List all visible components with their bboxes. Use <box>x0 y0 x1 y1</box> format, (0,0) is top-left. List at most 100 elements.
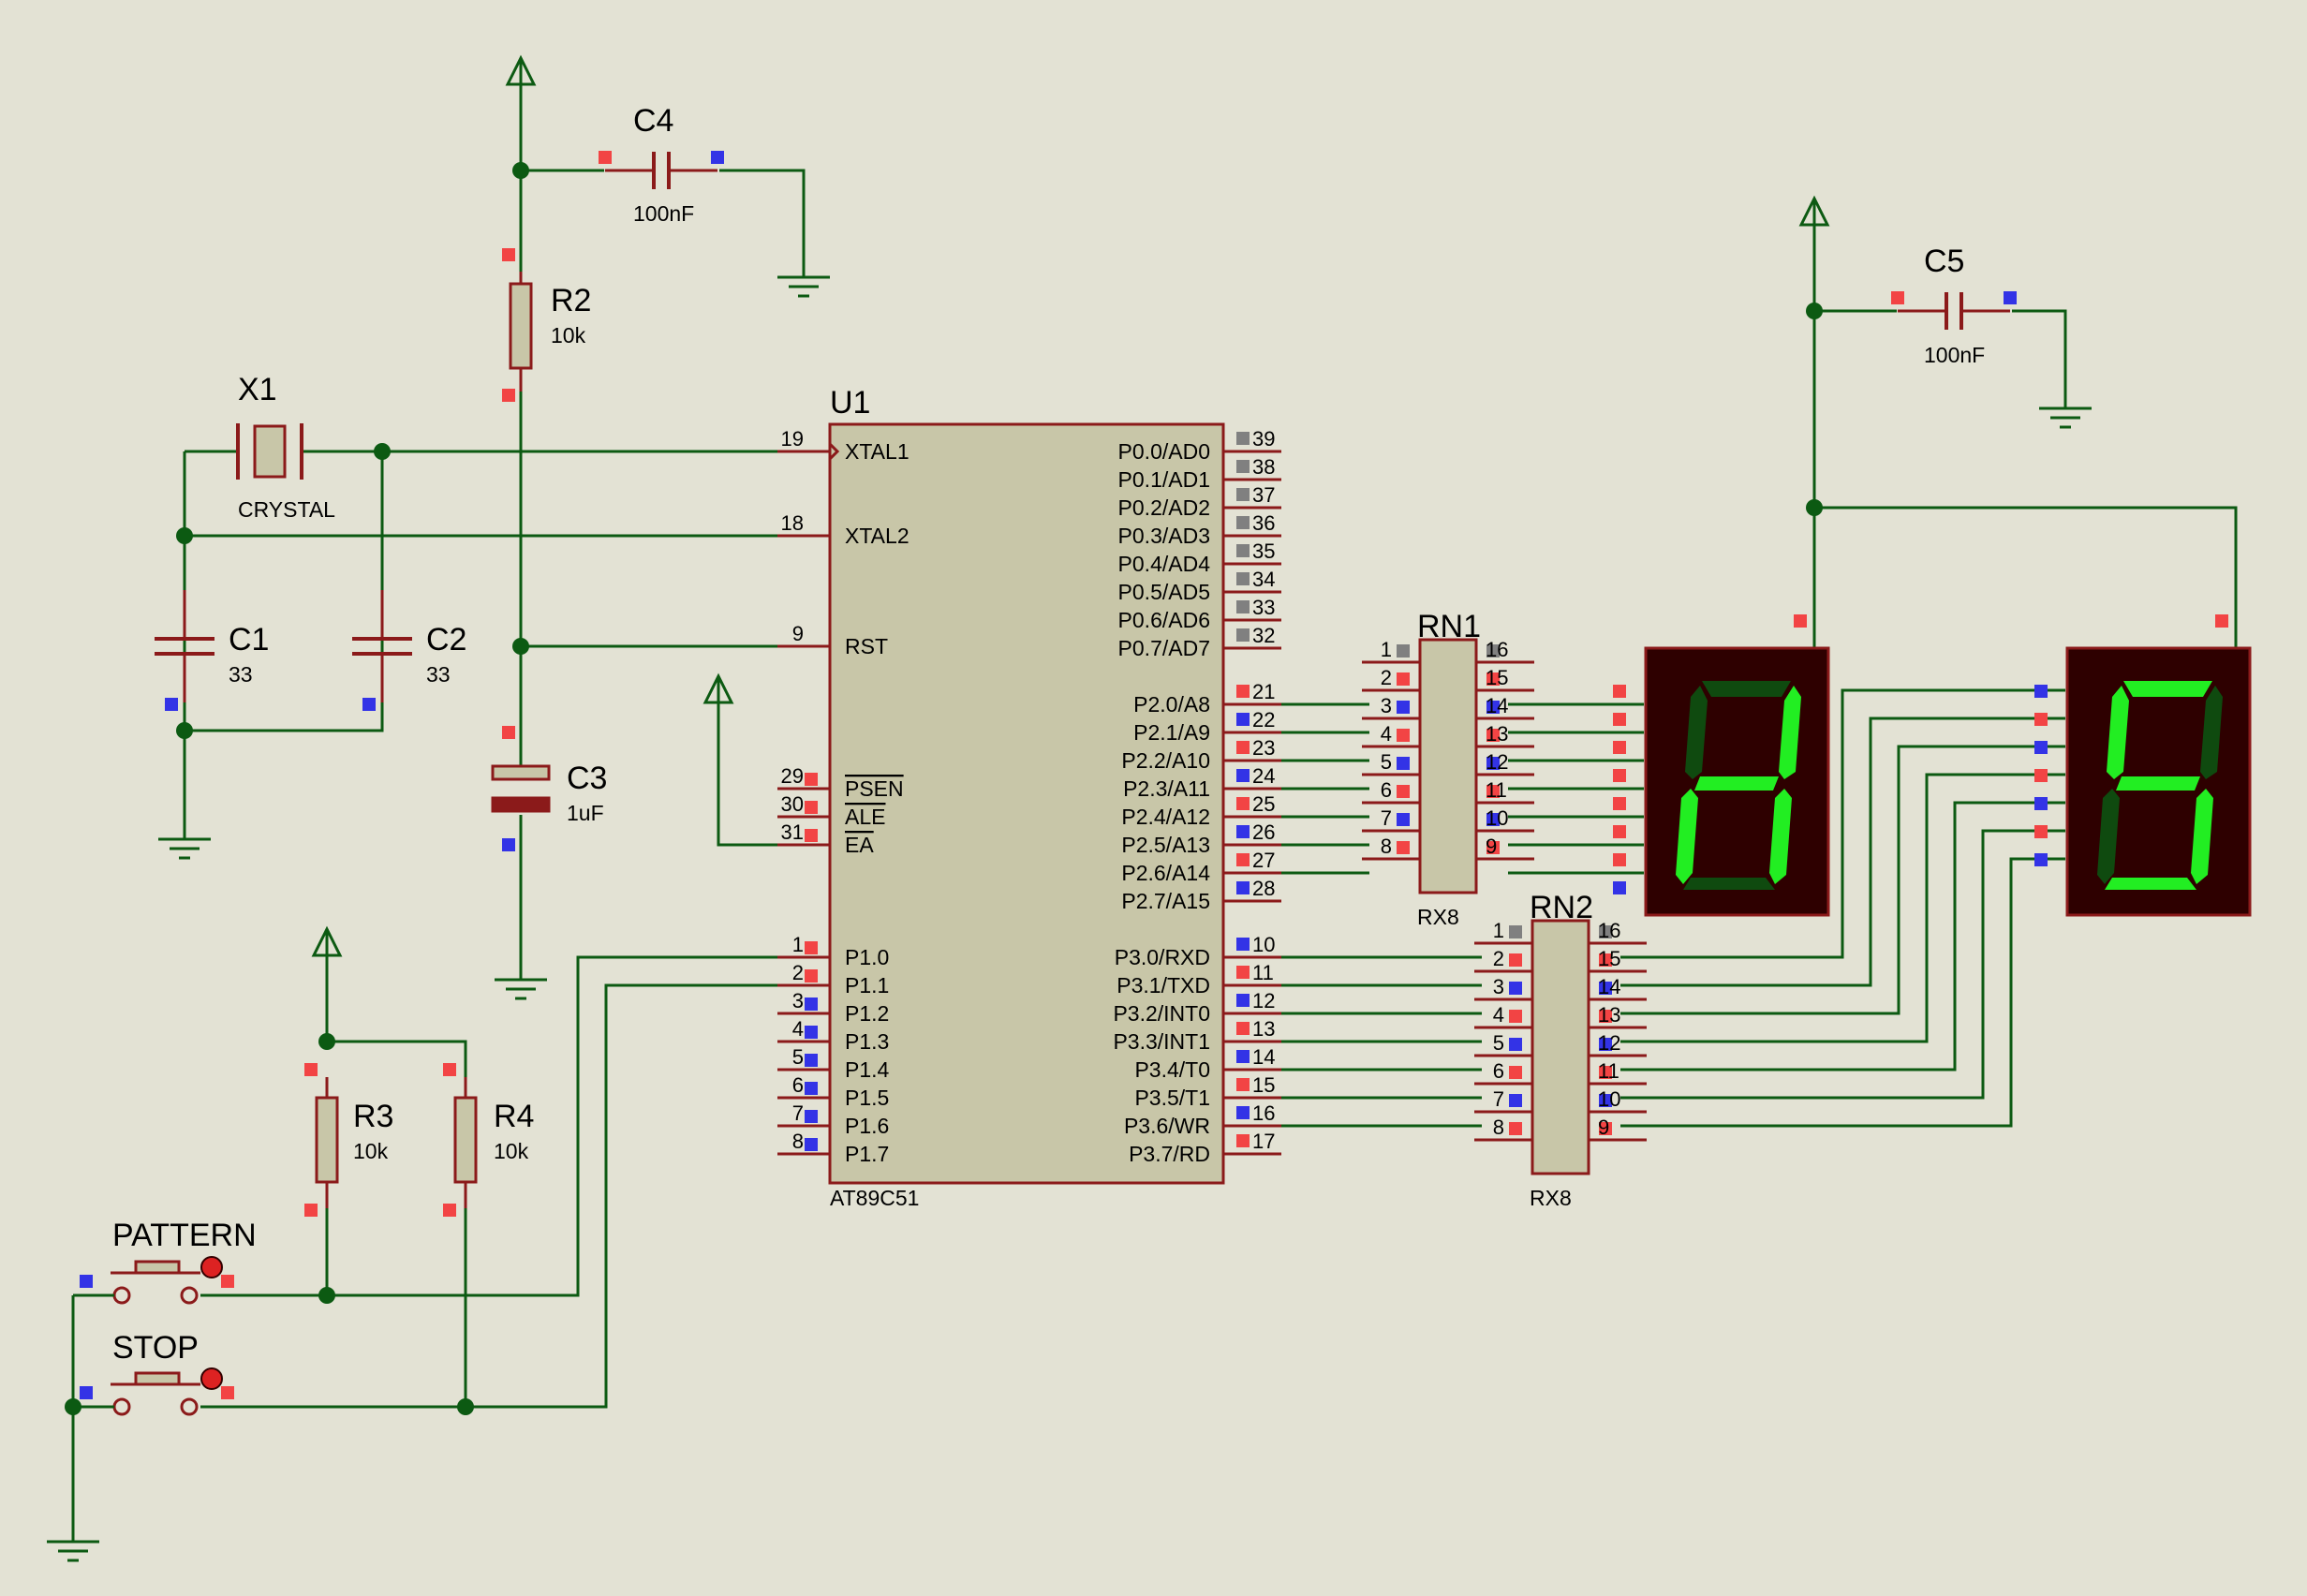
u1-pin-number: 7 <box>792 1101 804 1125</box>
pin-marker <box>1486 644 1500 658</box>
junction-dot <box>318 1287 335 1304</box>
u1-pin-name: P1.6 <box>845 1114 889 1138</box>
wire <box>1620 717 2065 987</box>
button-indicator-icon <box>200 1367 223 1390</box>
segment-b <box>1779 686 1801 779</box>
u1-pin-name: EA <box>845 833 874 857</box>
u1-pin-number: 18 <box>781 511 804 535</box>
u1-pin-number: 6 <box>792 1073 804 1097</box>
u1-pin-number: 9 <box>792 622 804 645</box>
pin-marker <box>1236 853 1250 866</box>
pattern-button-icon <box>112 1286 131 1305</box>
pin-marker <box>2034 713 2048 726</box>
pin-marker <box>80 1275 93 1288</box>
rn1-pin-number: 1 <box>1381 638 1392 661</box>
clock-icon <box>828 442 840 461</box>
pin-marker <box>805 998 818 1011</box>
stop-button-icon <box>134 1371 181 1386</box>
segment-g <box>1694 776 1779 791</box>
pin-marker <box>443 1063 456 1076</box>
wire <box>183 451 384 732</box>
stop-button-icon <box>180 1397 199 1416</box>
rn2-pin-number: 10 <box>1598 1087 1620 1111</box>
pin-marker <box>1397 813 1410 826</box>
c2-value: 33 <box>426 662 451 687</box>
stop-switch-label: STOP <box>112 1330 199 1366</box>
c3-ref: C3 <box>567 761 607 796</box>
pin-marker <box>2034 853 2048 866</box>
u1-pin-name: P0.3/AD3 <box>1118 524 1210 548</box>
wire <box>1620 829 2065 1100</box>
u1-pin-number: 11 <box>1252 961 1274 984</box>
u1-pin-name: XTAL2 <box>845 524 909 548</box>
u1-pin-number: 22 <box>1252 708 1275 732</box>
u1-pin-name: P0.0/AD0 <box>1118 439 1210 464</box>
pin-marker <box>1397 701 1410 714</box>
pin-marker <box>1599 982 1612 995</box>
junction-dot <box>512 638 529 655</box>
pin-marker <box>2034 825 2048 838</box>
segment-c <box>1769 789 1792 884</box>
pin-marker <box>2215 614 2228 628</box>
rn2-pin-number: 13 <box>1598 1003 1620 1027</box>
rn1-pin-number: 9 <box>1486 835 1497 858</box>
segment-g <box>2116 776 2200 791</box>
rn2-pin-number: 12 <box>1598 1031 1620 1055</box>
pin-marker <box>80 1386 93 1399</box>
u1-pin-number: 2 <box>792 961 804 984</box>
pin-marker <box>2034 685 2048 698</box>
u1-pin-name: P0.4/AD4 <box>1118 552 1211 576</box>
stop-button-icon <box>112 1397 131 1416</box>
rn1-pin-number: 6 <box>1381 778 1392 802</box>
u1-pin-number: 32 <box>1252 624 1275 647</box>
wires <box>71 84 2238 1517</box>
rn1-pin-number: 8 <box>1381 835 1392 858</box>
pin-marker <box>1397 729 1410 742</box>
pin-marker <box>1613 797 1626 810</box>
u1-pin-number: 29 <box>781 764 804 788</box>
pin-marker <box>1236 1022 1250 1035</box>
pin-marker <box>1891 291 1904 304</box>
u1-pin-name: P2.2/A10 <box>1121 748 1210 773</box>
pattern-switch-label: PATTERN <box>112 1218 257 1253</box>
pin-marker <box>1509 1094 1522 1107</box>
pin-marker <box>1236 713 1250 726</box>
junction-dot <box>512 162 529 179</box>
pin-marker <box>2034 797 2048 810</box>
segment-e <box>1676 789 1698 884</box>
wire <box>719 169 806 253</box>
u1-pin-number: 1 <box>792 933 804 956</box>
rn2-pin-number: 7 <box>1493 1087 1504 1111</box>
pin-marker <box>1599 1066 1612 1079</box>
c4-value: 100nF <box>633 201 694 226</box>
c5-ref: C5 <box>1924 244 1964 279</box>
u1-pin-number: 21 <box>1252 680 1275 703</box>
pin-marker <box>805 1026 818 1039</box>
u1-pin-number: 19 <box>781 427 804 451</box>
pin-marker <box>711 151 724 164</box>
pin-marker <box>304 1204 318 1217</box>
wire <box>1620 801 2065 1071</box>
u1-pin-name: P1.7 <box>845 1142 889 1166</box>
pin-marker <box>1599 1010 1612 1023</box>
pattern-button-icon <box>134 1260 181 1275</box>
segment-b <box>2200 686 2223 779</box>
rn1-pin-number: 2 <box>1381 666 1392 689</box>
pin-marker <box>1236 600 1250 613</box>
pin-marker <box>1236 544 1250 557</box>
pin-marker <box>805 801 818 814</box>
rn1-pin-number: 7 <box>1381 806 1392 830</box>
segment-f <box>1685 686 1708 779</box>
c3-capacitor-icon <box>491 796 551 813</box>
u1-pin-name: P1.1 <box>845 973 889 998</box>
pin-marker <box>1236 994 1250 1007</box>
pin-marker <box>2034 769 2048 782</box>
pin-marker <box>1397 785 1410 798</box>
pin-marker <box>1613 881 1626 894</box>
pin-marker <box>362 698 376 711</box>
rn1-pin-number: 12 <box>1486 750 1508 774</box>
junction-dot <box>176 527 193 544</box>
u1-pin-name: RST <box>845 634 888 658</box>
pin-markers <box>80 151 2228 1399</box>
